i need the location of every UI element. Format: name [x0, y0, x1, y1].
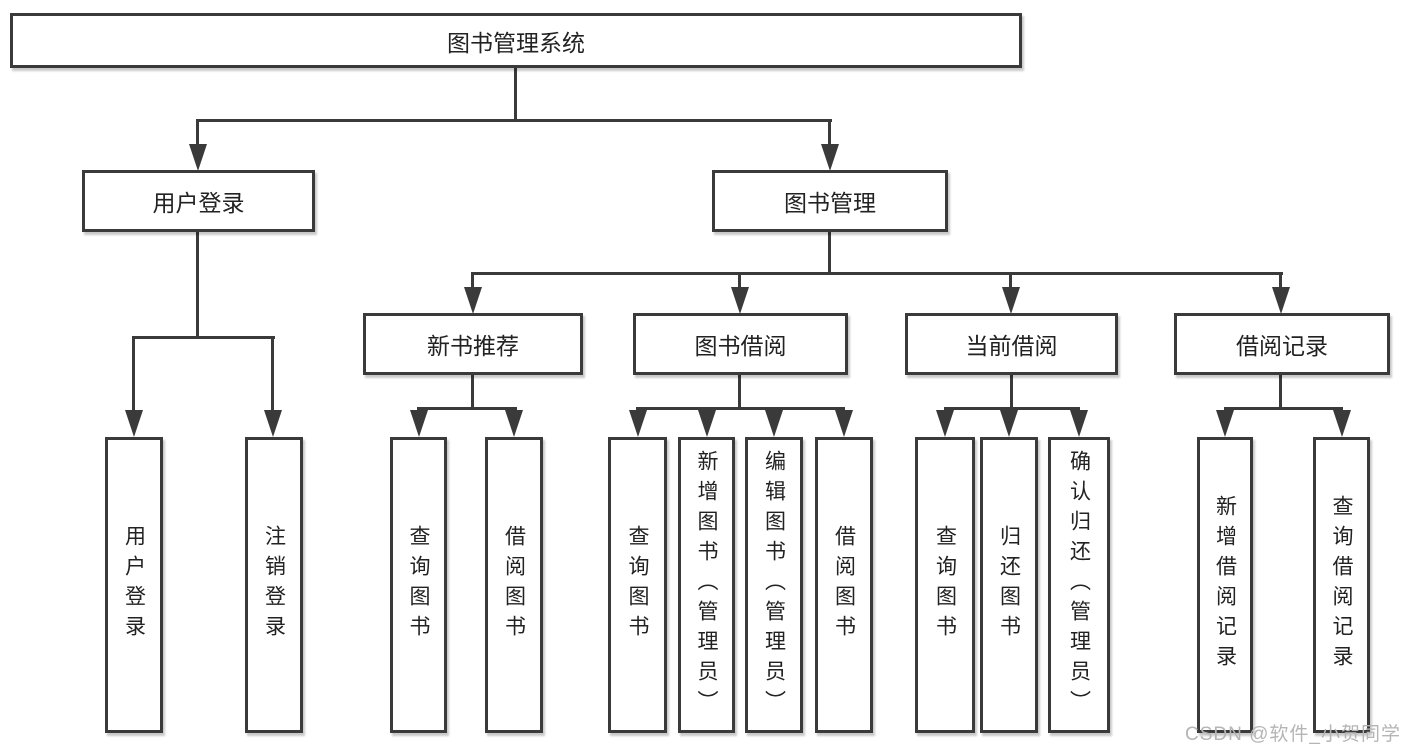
connector-current-crossbar	[944, 407, 1080, 410]
node-label: 新增借阅记录	[1213, 495, 1237, 675]
arrow-down-icon	[125, 410, 143, 437]
leaf-edit-book-admin: 编辑图书（管理员）	[745, 437, 803, 733]
leaf-newbook-query-books: 查询图书	[390, 437, 447, 733]
node-book-borrow: 图书借阅	[633, 313, 848, 375]
node-label: 图书管理系统	[447, 29, 585, 56]
node-label: 查询图书	[626, 525, 649, 645]
arrow-down-icon	[1272, 287, 1290, 314]
node-label: 用户登录	[152, 190, 245, 216]
arrow-down-icon	[765, 410, 783, 437]
leaf-user-login: 用户登录	[105, 437, 163, 733]
node-label: 查询图书	[407, 525, 430, 645]
node-label: 当前借阅	[965, 333, 1058, 359]
connector-mgmt-trunk	[828, 232, 831, 274]
leaf-logout: 注销登录	[245, 437, 303, 733]
node-label: 确认归还（管理员）	[1067, 450, 1091, 720]
connector-records-trunk	[1279, 375, 1282, 410]
leaf-add-book-admin: 新增图书（管理员）	[678, 437, 735, 733]
leaf-add-borrow-record: 新增借阅记录	[1197, 437, 1253, 733]
node-label: 归还图书	[997, 525, 1021, 645]
arrow-down-icon	[505, 410, 523, 437]
arrow-down-icon	[410, 410, 428, 437]
arrow-down-icon	[1216, 410, 1234, 437]
arrow-down-icon	[1000, 410, 1018, 437]
connector-root-crossbar	[196, 119, 832, 122]
node-label: 借阅图书	[502, 525, 526, 645]
leaf-current-query-books: 查询图书	[915, 437, 975, 733]
node-current-borrow: 当前借阅	[905, 313, 1118, 375]
connector-mgmt-drop-2	[738, 272, 741, 289]
leaf-confirm-return-admin: 确认归还（管理员）	[1048, 437, 1110, 733]
csdn-watermark: CSDN @软件_小贺同学	[1185, 724, 1401, 745]
connector-root-right-drop	[828, 119, 831, 146]
node-label: 查询图书	[933, 525, 957, 645]
connector-mgmt-drop-4	[1279, 272, 1282, 289]
connector-borrow-crossbar	[636, 407, 845, 410]
arrow-down-icon	[629, 410, 647, 437]
connector-login-trunk	[196, 232, 199, 338]
leaf-query-borrow-record: 查询借阅记录	[1313, 437, 1370, 733]
node-label: 注销登录	[262, 525, 286, 645]
connector-login-right-drop	[271, 336, 274, 412]
connector-current-trunk	[1010, 375, 1013, 410]
connector-root-trunk	[514, 67, 517, 121]
connector-mgmt-crossbar	[471, 272, 1283, 275]
arrow-down-icon	[1002, 287, 1020, 314]
arrow-down-icon	[835, 410, 853, 437]
arrow-down-icon	[936, 410, 954, 437]
node-root-library-system: 图书管理系统	[10, 13, 1022, 68]
leaf-borrow-borrow-books: 借阅图书	[815, 437, 873, 733]
node-label: 用户登录	[122, 525, 146, 645]
node-label: 图书借阅	[694, 333, 787, 359]
node-label: 查询借阅记录	[1330, 495, 1353, 675]
leaf-return-book: 归还图书	[980, 437, 1038, 733]
connector-records-crossbar	[1224, 407, 1343, 410]
arrow-down-icon	[264, 410, 282, 437]
arrow-down-icon	[189, 144, 207, 171]
node-borrow-records: 借阅记录	[1174, 313, 1390, 375]
node-label: 借阅记录	[1236, 333, 1328, 359]
connector-newbook-trunk	[471, 375, 474, 410]
arrow-down-icon	[1333, 410, 1351, 437]
node-label: 借阅图书	[832, 525, 856, 645]
connector-login-left-drop	[132, 336, 135, 412]
leaf-borrow-query-books: 查询图书	[608, 437, 667, 733]
node-label: 编辑图书（管理员）	[762, 450, 786, 720]
connector-borrow-trunk	[738, 375, 741, 410]
node-label: 图书管理	[784, 190, 876, 216]
node-label: 新增图书（管理员）	[695, 450, 718, 720]
connector-root-left-drop	[196, 119, 199, 146]
connector-mgmt-drop-1	[471, 272, 474, 289]
node-user-login: 用户登录	[82, 170, 315, 232]
connector-login-crossbar	[132, 336, 275, 339]
node-new-book-recommend: 新书推荐	[363, 313, 583, 375]
arrow-down-icon	[464, 287, 482, 314]
arrow-down-icon	[1070, 410, 1088, 437]
node-book-management: 图书管理	[712, 170, 948, 232]
arrow-down-icon	[821, 144, 839, 171]
arrow-down-icon	[698, 410, 716, 437]
leaf-newbook-borrow-books: 借阅图书	[485, 437, 543, 733]
connector-newbook-crossbar	[417, 407, 517, 410]
arrow-down-icon	[731, 287, 749, 314]
node-label: 新书推荐	[427, 333, 519, 359]
connector-mgmt-drop-3	[1009, 272, 1012, 289]
